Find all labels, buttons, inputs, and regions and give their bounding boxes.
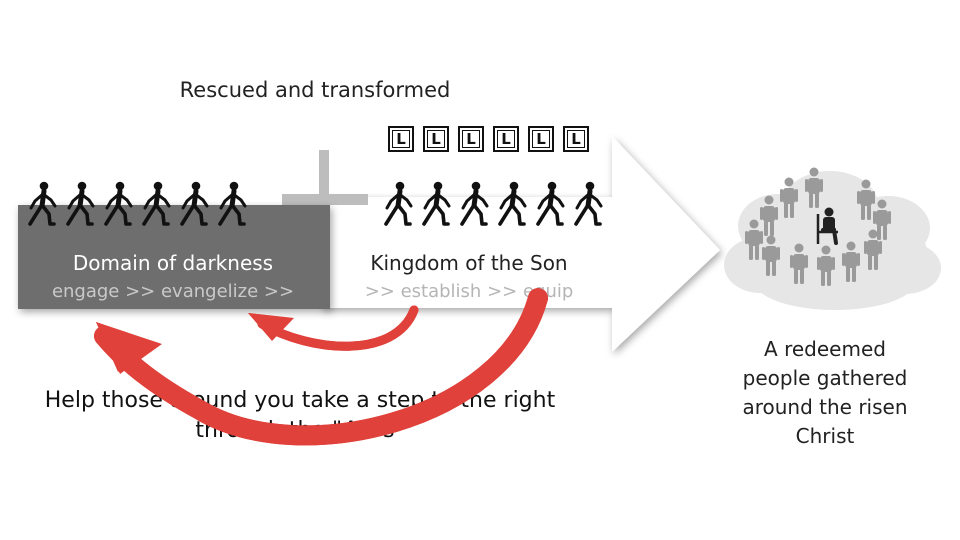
seated-figure-icon [816,207,838,245]
diagram-title: Rescued and transformed [179,78,451,102]
domain-of-darkness-label: Domain of darkness [72,251,274,275]
letter-box: L [493,126,519,152]
letter-box: L [458,126,484,152]
letter-box: L [563,126,589,152]
instruction-text: Help those around you take a step to the… [10,386,590,446]
instruction-line-2: through the "4 E's" [195,418,405,443]
kingdom-of-the-son-subtitle: >> establish >> equip [364,281,574,302]
redeemed-people-caption: A redeemed people gathered around the ri… [715,335,935,451]
redeemed-line-3: around the risen [742,395,908,419]
redeemed-line-2: people gathered [742,366,908,390]
gathering-cloud [724,167,941,310]
letter-box: L [388,126,414,152]
redeemed-line-1: A redeemed [764,337,886,361]
letter-box: L [423,126,449,152]
redeemed-line-4: Christ [795,424,855,448]
letter-box: L [528,126,554,152]
instruction-line-1: Help those around you take a step to the… [44,388,556,413]
kingdom-of-the-son-label: Kingdom of the Son [370,251,568,275]
domain-of-darkness-subtitle: engage >> evangelize >> [51,281,295,302]
